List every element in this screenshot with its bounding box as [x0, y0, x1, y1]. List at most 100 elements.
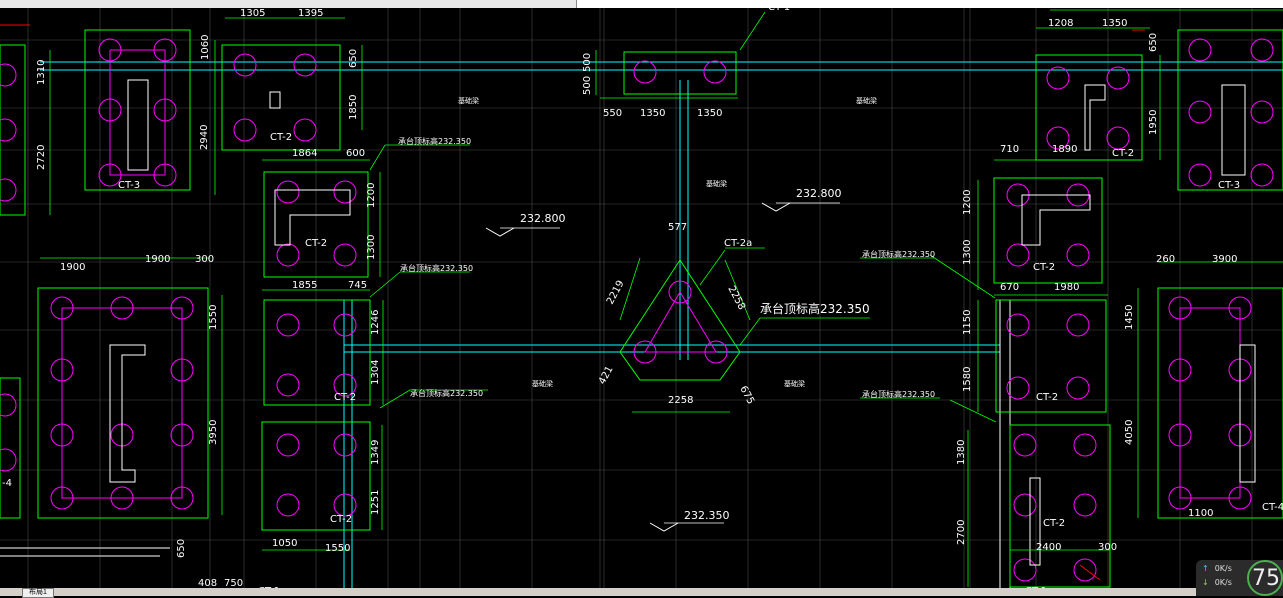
pile-circle: [333, 433, 357, 457]
text-label: 承台顶标高232.350: [410, 388, 483, 398]
text-label: CT-3: [118, 180, 140, 191]
cap-ct2: [993, 177, 1103, 284]
download-speed: ↓0K/s: [1202, 578, 1232, 587]
network-monitor-widget: ↑0K/s ↓0K/s 75: [1196, 560, 1283, 596]
text-label: 基础梁: [706, 179, 727, 188]
text-label: 1246: [370, 310, 381, 335]
text-label: 1890: [1052, 144, 1077, 155]
elevation-marker-icon: [649, 522, 679, 532]
cap-ct1-top: [623, 51, 737, 95]
pile-circle: [276, 373, 300, 397]
text-label: 1251: [370, 490, 381, 515]
pile-circle: [276, 180, 300, 204]
cap-ct2: [263, 299, 371, 406]
text-label: 408: [198, 578, 217, 589]
text-label: CT-3: [1218, 180, 1240, 191]
pile-circle: [1066, 313, 1090, 337]
text-label: 基础梁: [532, 379, 553, 388]
text-label: 承台顶标高232.350: [398, 136, 471, 146]
text-label: 670: [1000, 282, 1019, 293]
column-outline: [1221, 84, 1246, 176]
text-label: 基础梁: [458, 96, 479, 105]
text-label: 承台顶标高232.350: [400, 263, 473, 273]
pile-circle: [1013, 493, 1037, 517]
text-label: 基础梁: [784, 379, 805, 388]
pile-circle: [1006, 376, 1030, 400]
cap-ct4-right: [1157, 287, 1283, 519]
pile-circle: [1188, 100, 1212, 124]
window-top-strip: [0, 0, 1283, 8]
text-label: CT-4: [1262, 502, 1283, 513]
pile-circle: [1066, 376, 1090, 400]
text-label: 232.350: [684, 509, 730, 522]
text-label: CT-2: [270, 132, 292, 143]
column-outline: [127, 79, 149, 171]
text-label: 承台顶标高232.350: [760, 301, 870, 316]
layout-tab-bar: [0, 588, 1283, 596]
text-label: 577: [668, 222, 687, 233]
pile-circle: [1013, 558, 1037, 582]
column-outline: [109, 344, 146, 483]
text-label: -4: [2, 478, 12, 489]
pile-circle: [1066, 243, 1090, 267]
text-label: 1350: [1102, 18, 1127, 29]
leader-line: [739, 11, 766, 51]
pile-circle: [1006, 243, 1030, 267]
tab-layout1[interactable]: 布局1: [22, 588, 54, 598]
leader-line: [619, 257, 641, 321]
cap-ct2: [261, 421, 371, 531]
text-label: 650: [348, 49, 359, 68]
leader-line: [929, 254, 996, 299]
leader-line: [369, 144, 386, 171]
text-label: 1300: [962, 240, 973, 265]
text-label: 1150: [962, 310, 973, 335]
text-label: 1208: [1048, 18, 1073, 29]
pile-circle: [276, 243, 300, 267]
text-label: CT-2: [1033, 262, 1055, 273]
text-label: 500: [582, 53, 593, 72]
text-label: 1100: [1188, 508, 1213, 519]
cap-ct2-top-left: [221, 44, 341, 151]
text-label: 2400: [1036, 542, 1061, 553]
text-label: CT-2: [1112, 148, 1134, 159]
text-label: 3900: [1212, 254, 1237, 265]
text-label: 232.800: [520, 212, 566, 225]
text-label: 1950: [1148, 110, 1159, 135]
leader-line: [699, 249, 726, 286]
pile-circle: [233, 53, 257, 77]
text-label: 650: [176, 539, 187, 558]
pile-circle: [0, 63, 17, 87]
text-label: 675: [737, 384, 756, 406]
text-label: 承台顶标高232.350: [862, 389, 935, 399]
cap-ct2a-triangle: [619, 259, 741, 381]
pile-circle: [1250, 38, 1274, 62]
text-label: 1200: [962, 190, 973, 215]
pile-circle: [333, 313, 357, 337]
toolbar-segment[interactable]: [420, 0, 577, 8]
pile-circle: [1013, 433, 1037, 457]
text-label: 500: [582, 76, 593, 95]
pile-circle: [233, 118, 257, 142]
pile-circle: [1188, 38, 1212, 62]
column-outline: [1021, 194, 1091, 246]
column-outline: [1029, 477, 1041, 566]
pile-circle: [1073, 558, 1097, 582]
column-outline: [269, 91, 281, 109]
cap-partial-left: [0, 44, 26, 216]
text-label: 1310: [36, 60, 47, 85]
text-label: 1980: [1054, 282, 1079, 293]
pile-circle: [333, 373, 357, 397]
pile-circle: [276, 313, 300, 337]
column-outline: [1084, 84, 1106, 151]
text-label: 1350: [640, 108, 665, 119]
text-label: 1350: [697, 108, 722, 119]
text-label: 1900: [145, 254, 170, 265]
text-label: CT-2: [330, 514, 352, 525]
pile-circle: [293, 118, 317, 142]
text-label: CT-2: [1036, 392, 1058, 403]
download-speed-value: 0K/s: [1214, 578, 1232, 587]
pile-grid-line: [61, 307, 183, 499]
text-label: 232.800: [796, 187, 842, 200]
pile-circle: [276, 433, 300, 457]
